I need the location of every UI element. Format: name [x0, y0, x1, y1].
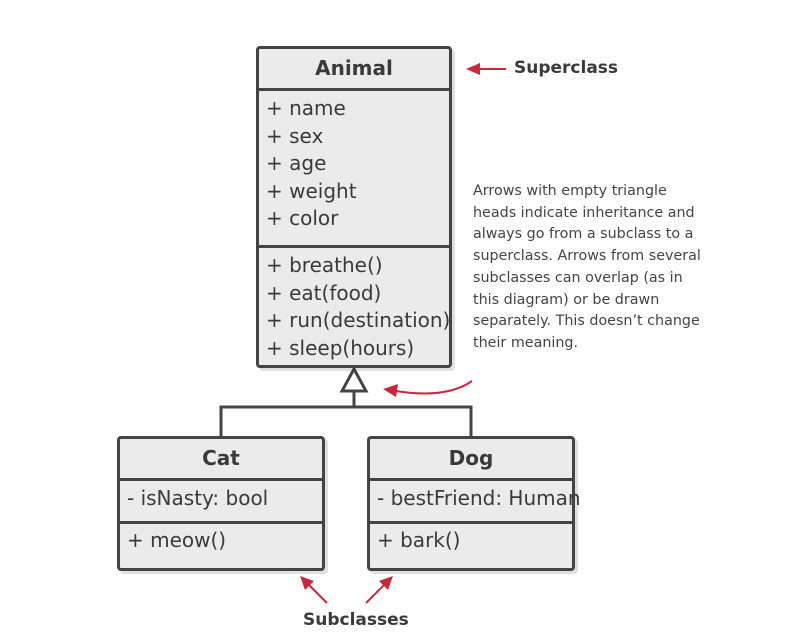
cat-operations: + meow()	[120, 521, 322, 560]
attribute-item: + name	[266, 96, 346, 120]
attribute-item: - bestFriend: Human	[377, 486, 581, 510]
superclass-arrow	[466, 63, 506, 75]
cat-inheritance-line	[219, 405, 354, 436]
operation-item: + meow()	[127, 528, 227, 552]
attribute-item: + age	[266, 151, 327, 176]
dog-class-name: Dog	[448, 446, 494, 470]
subclasses-label: Subclasses	[303, 610, 409, 630]
attribute-item: + weight	[266, 178, 357, 203]
superclass-label: Superclass	[514, 58, 619, 78]
inheritance-note: Arrows with empty triangle heads indicat…	[473, 183, 701, 351]
attribute-item: + sex	[266, 123, 324, 148]
annotation-arrows	[300, 63, 506, 604]
animal-class-name: Animal	[315, 56, 393, 80]
animal-operations: + breathe() + eat(food) + run(destinatio…	[259, 245, 451, 367]
inheritance-triangle-head	[339, 365, 369, 393]
operation-item: + breathe()	[266, 253, 383, 277]
dog-attributes: - bestFriend: Human	[370, 478, 581, 521]
attribute-item: + color	[266, 206, 339, 231]
subclass-arrow-cat	[300, 576, 328, 604]
animal-class-box: Animal + name + sex + age + weight + col…	[256, 46, 452, 368]
subclass-arrow-dog	[365, 576, 393, 604]
dog-inheritance-line	[354, 405, 473, 436]
attribute-item: - isNasty: bool	[127, 486, 269, 510]
operation-item: + sleep(hours)	[266, 335, 415, 360]
inheritance-connector	[219, 365, 473, 436]
operation-item: + eat(food)	[266, 280, 382, 305]
operation-item: + bark()	[377, 528, 461, 552]
animal-attributes: + name + sex + age + weight + color	[259, 88, 449, 245]
operation-item: + run(destination)	[266, 308, 451, 333]
cat-attributes: - isNasty: bool	[120, 478, 322, 521]
cat-class-name: Cat	[202, 446, 240, 470]
dog-class-box: Dog - bestFriend: Human + bark()	[367, 436, 581, 571]
cat-class-box: Cat - isNasty: bool + meow()	[117, 436, 325, 571]
note-arrow	[383, 380, 473, 397]
dog-operations: + bark()	[370, 521, 572, 560]
